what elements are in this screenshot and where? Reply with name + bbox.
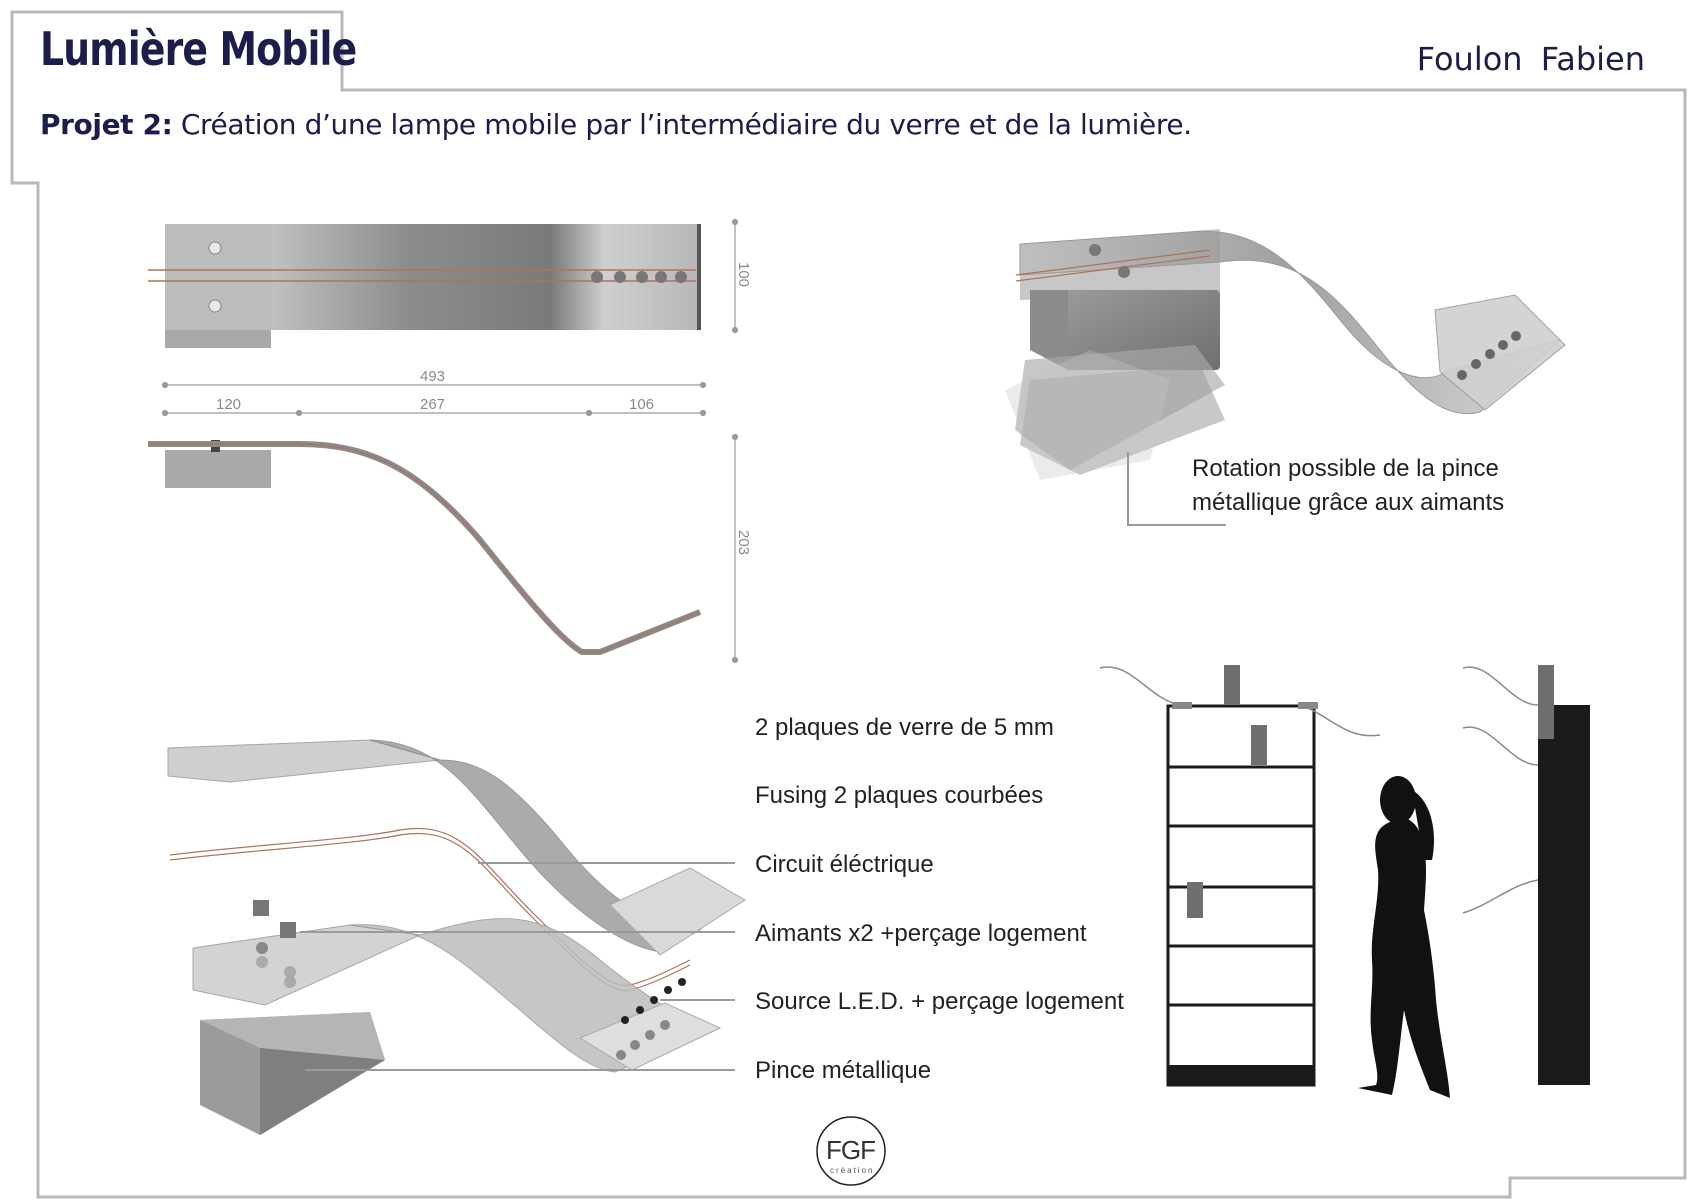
project-subtitle: Projet 2: Création d’une lampe mobile pa…: [40, 108, 1192, 141]
logo-caption: création: [830, 1166, 875, 1175]
author-name: Foulon Fabien: [1416, 40, 1645, 78]
label-leader-lines: [300, 862, 735, 1071]
label-glass-plates: 2 plaques de verre de 5 mm: [755, 714, 1054, 741]
dimension-segment-middle: 267: [420, 396, 446, 413]
dimension-lines: [161, 218, 739, 664]
subtitle-text: Création d’une lampe mobile par l’interm…: [180, 108, 1192, 141]
rotation-note-line2: métallique grâce aux aimants: [1192, 489, 1505, 516]
label-magnets: Aimants x2 +perçage logement: [755, 920, 1087, 947]
top-view-drawing: [148, 224, 701, 348]
fgf-logo: [816, 1116, 886, 1186]
dimension-segment-right: 106: [629, 396, 655, 413]
side-view-drawing: [148, 440, 702, 655]
label-circuit: Circuit éléctrique: [755, 851, 934, 878]
logo-letters: FGF: [826, 1135, 876, 1165]
label-led-source: Source L.E.D. + perçage logement: [755, 988, 1124, 1015]
dimension-segment-left: 120: [216, 396, 242, 413]
rotation-note-line1: Rotation possible de la pince: [1192, 455, 1499, 482]
page-title: Lumière Mobile: [40, 22, 357, 76]
label-metal-clamp: Pince métallique: [755, 1057, 932, 1084]
board-frame: [10, 10, 1687, 1199]
exploded-view: [167, 739, 746, 1135]
dimension-total-length: 493: [420, 368, 446, 385]
shelf-usage-diagram: [1099, 665, 1590, 1087]
dimension-height-side: 203: [735, 530, 752, 556]
label-fusing: Fusing 2 plaques courbées: [755, 782, 1044, 809]
perspective-render: [1005, 229, 1566, 526]
dimension-height-top: 100: [735, 262, 752, 288]
subtitle-prefix: Projet 2:: [40, 108, 173, 141]
human-silhouette: [1358, 776, 1450, 1098]
